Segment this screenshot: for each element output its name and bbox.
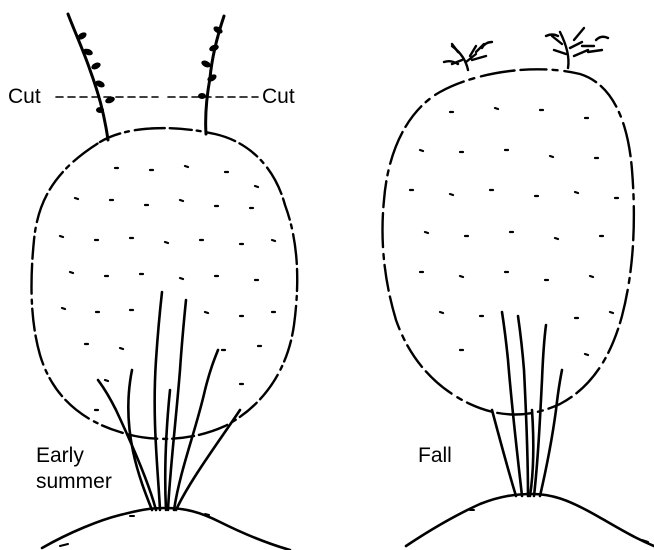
ground-texture — [60, 514, 209, 546]
early-summer-label: Early summer — [36, 443, 112, 494]
early-summer-line1: Early — [36, 443, 112, 469]
ground-mound — [406, 494, 654, 546]
ground-texture — [470, 510, 648, 542]
regrowth-tuft-right — [546, 28, 608, 68]
cut-label-right: Cut — [262, 84, 295, 109]
regrowth-tuft-left — [444, 42, 492, 70]
cut-label-left: Cut — [8, 84, 41, 109]
ground-mound — [42, 508, 290, 550]
stems — [492, 312, 562, 496]
early-summer-line2: summer — [36, 469, 112, 495]
stems — [98, 292, 240, 510]
new-shoots — [68, 14, 224, 140]
canopy-stipple — [60, 166, 275, 410]
shrub-fall — [383, 28, 654, 546]
canopy-stipple — [410, 108, 618, 355]
canopy-outline — [32, 128, 298, 439]
fall-label: Fall — [418, 443, 452, 468]
